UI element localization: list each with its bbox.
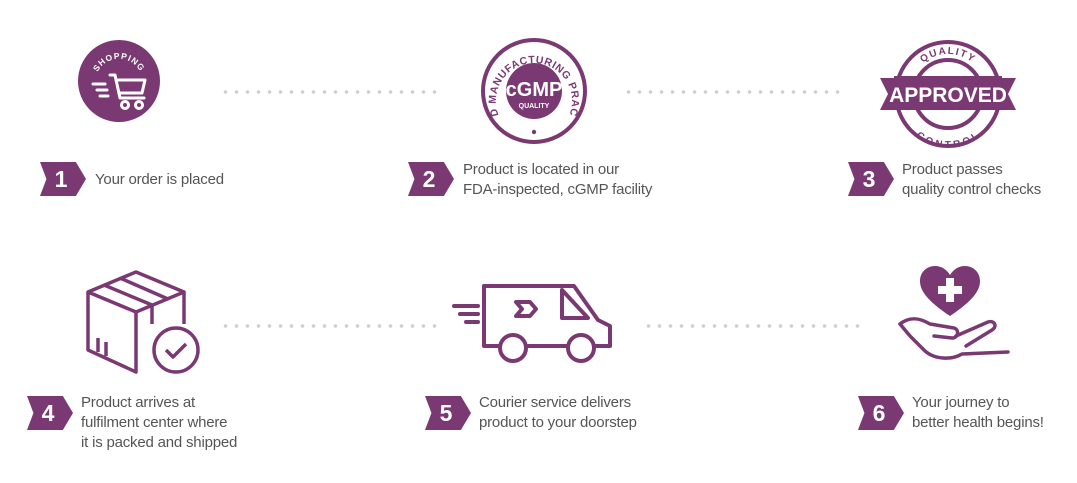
heart-hand-icon [898,266,1010,360]
step-number-badge: 2 [408,162,454,196]
step-text-line: it is packed and shipped [81,434,238,451]
step-text-line: Product passes [902,161,1003,178]
step-text-line: product to your doorstep [479,414,637,431]
step-number-badge: 3 [848,162,894,196]
step-text-line: quality control checks [902,181,1042,198]
step-text-line: Product is located in our [463,161,619,178]
connector-1-2 [220,90,440,94]
step-text-line: Your journey to [912,394,1010,411]
svg-text:APPROVED: APPROVED [889,84,1007,107]
step-text-line: Product arrives at [81,394,195,411]
step-number-badge: 1 [40,162,86,196]
approved-stamp-icon: QUALITY CONTROL APPROVED [880,40,1016,150]
step-number-badge: 5 [425,396,471,430]
step-text-line: better health begins! [912,414,1044,431]
step-number-badge: 4 [27,396,73,430]
connector-2-3 [623,90,843,94]
svg-text:cGMP: cGMP [506,79,563,101]
step-number-badge: 6 [858,396,904,430]
cgmp-seal-icon: GOOD MANUFACTURING PRACTICE cGMP QUALITY [478,38,587,144]
step-4-description: Product arrives at fulfilment center whe… [81,393,237,453]
package-check-icon [86,270,200,374]
svg-text:QUALITY: QUALITY [918,46,977,65]
shopping-cart-icon: SHOPPING [78,40,160,122]
step-text-line: Courier service delivers [479,394,631,411]
delivery-van-icon [452,284,612,363]
step-2-description: Product is located in our FDA-inspected,… [463,160,652,200]
step-5-description: Courier service delivers product to your… [479,393,637,433]
connector-4-5 [220,324,440,328]
step-6-description: Your journey to better health begins! [912,393,1044,433]
svg-text:QUALITY: QUALITY [519,103,550,110]
step-text-line: FDA-inspected, cGMP facility [463,181,653,198]
step-3-description: Product passes quality control checks [902,160,1041,200]
step-1-description: Your order is placed [95,170,224,190]
step-text-line: fulfilment center where [81,414,228,431]
connector-5-6 [643,324,863,328]
step-text-line: Your order is placed [95,171,224,188]
